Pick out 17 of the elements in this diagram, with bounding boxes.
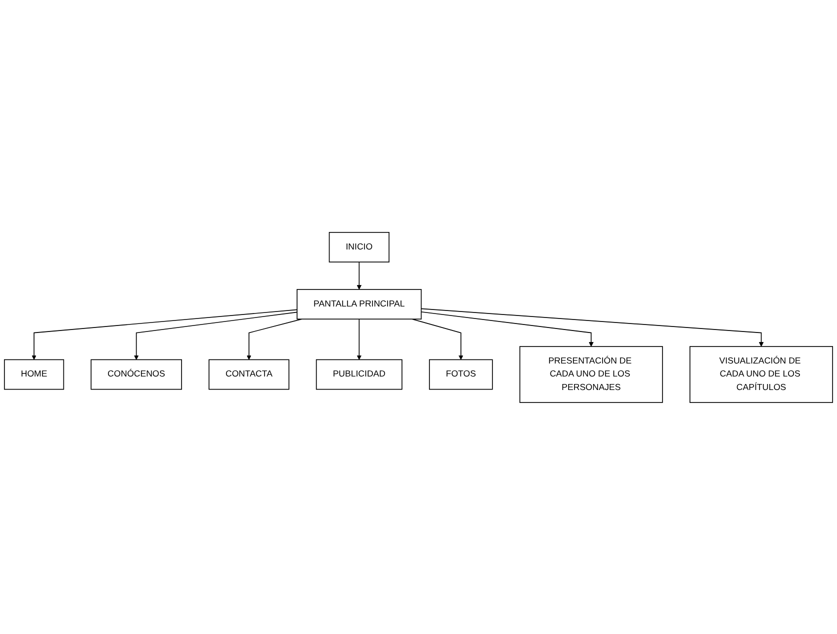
node-box: PRESENTACIÓN DE CADA UNO DE LOS PERSONAJES <box>519 346 663 402</box>
arrow <box>356 261 362 290</box>
arrow <box>420 308 764 346</box>
arrow <box>246 318 302 360</box>
node-box: INICIO <box>328 232 390 262</box>
arrow <box>412 318 464 360</box>
node-box: HOME <box>4 358 64 390</box>
node-box: PANTALLA PRINCIPAL <box>296 288 422 320</box>
node-box: CONTACTA <box>208 358 290 390</box>
node-box: PUBLICIDAD <box>316 358 402 390</box>
arrow <box>356 318 362 360</box>
node-box: VISUALIZACIÓN DE CADA UNO DE LOS CAPÍTULOS <box>690 346 834 402</box>
arrow <box>32 308 298 360</box>
node-box: CONÓCENOS <box>90 358 182 390</box>
arrow <box>420 311 594 346</box>
arrow <box>134 311 298 360</box>
node-box: FOTOS <box>428 358 493 390</box>
